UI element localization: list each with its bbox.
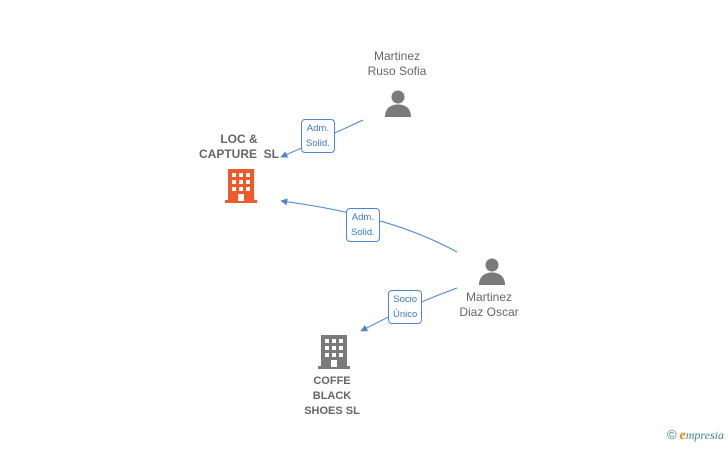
person-icon[interactable] [383, 88, 413, 118]
edge-label-line1: Adm. [306, 123, 329, 134]
edge-label-line1: Socio [393, 294, 418, 305]
copyright-icon: © [666, 427, 677, 442]
node-label-coffe-black-shoes[interactable]: COFFE BLACK SHOES SL [287, 374, 377, 419]
node-label-martinez-ruso-sofia[interactable]: Martinez Ruso Sofia [352, 49, 442, 79]
building-icon[interactable] [224, 168, 258, 203]
person-icon[interactable] [477, 256, 507, 286]
node-name-line1: LOC & [220, 132, 258, 146]
edge-badge-oscar-to-coffe[interactable]: Socio Único [388, 290, 423, 324]
node-name-line1: Martinez [465, 290, 512, 304]
node-name-line1: COFFE [313, 375, 351, 387]
edge-label-line2: Solid. [306, 138, 330, 149]
node-name-line2: CAPTURE SL [198, 147, 279, 161]
node-name-line2: Diaz Oscar [459, 305, 519, 319]
node-name-line1: Martinez [373, 49, 420, 63]
node-name-line2: BLACK [312, 390, 352, 402]
edge-badge-oscar-to-loc[interactable]: Adm. Solid. [346, 208, 380, 242]
edge-label-line2: Único [393, 309, 418, 320]
node-label-loc-capture[interactable]: LOC & CAPTURE SL [186, 132, 292, 162]
brand-initial: e [679, 428, 686, 443]
edge-label-line2: Solid. [351, 227, 375, 238]
node-name-line2: Ruso Sofia [367, 64, 427, 78]
brand-logo: © empresia [667, 427, 724, 444]
node-label-martinez-diaz-oscar[interactable]: Martinez Diaz Oscar [444, 290, 534, 320]
edge-badge-sofia-to-loc[interactable]: Adm. Solid. [301, 119, 335, 153]
building-icon[interactable] [317, 334, 351, 369]
node-name-line3: SHOES SL [304, 405, 360, 417]
edge-label-line1: Adm. [351, 212, 374, 223]
brand-name: mpresia [685, 428, 724, 442]
